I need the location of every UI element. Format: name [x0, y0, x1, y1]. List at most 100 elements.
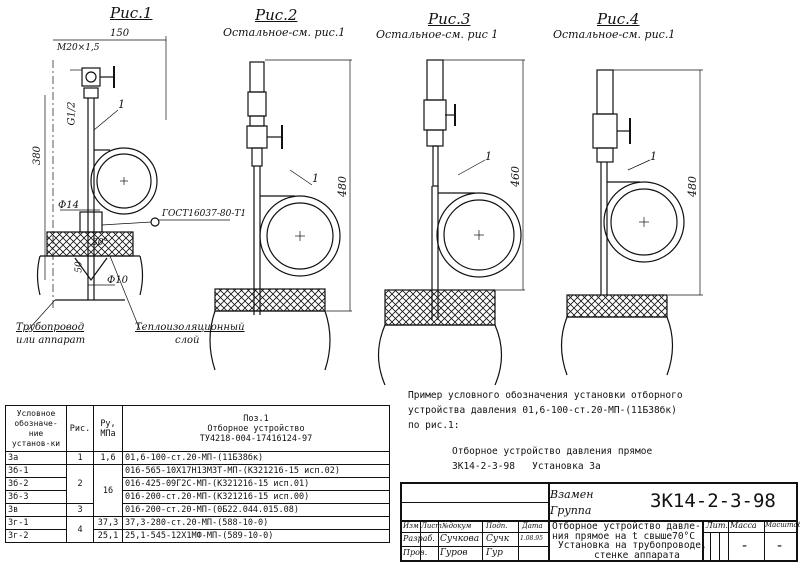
tb-h-ndok: №докум	[442, 522, 472, 530]
table-row: 3б-2 016-425-09Г2С-МП-(К321216-15 исп.01…	[5, 477, 390, 491]
example-line-3: по рис.1:	[408, 420, 460, 431]
tb-desc-1: Отборное устройство давле-	[552, 521, 701, 532]
tb-lit: Лит.	[706, 521, 728, 530]
tb-h-izm: Изм	[403, 522, 419, 530]
cell-code: 3г-2	[5, 529, 67, 543]
dim-d10: Ф10	[107, 275, 129, 286]
figure-3-title: Рис.3	[428, 10, 471, 28]
dim-460-fig3: 460	[509, 166, 522, 187]
dim-380: 380	[32, 145, 44, 166]
table-row: 3б-3 016-200-ст.20-МП-(К321216-15 исп.00…	[5, 490, 390, 504]
tb-date-developer: 1.08.95	[520, 535, 543, 542]
tb-mass-value: -	[742, 538, 748, 554]
cell-device: 016-200-ст.20-МП-(К321216-15 исп.00)	[122, 490, 390, 504]
cell-code: 3б-1	[5, 464, 67, 478]
example-line-2: устройства давления 01,6-100-ст.20-МП-(1…	[408, 405, 677, 416]
label-pipeline-2: или аппарат	[16, 335, 86, 346]
cell-code: 3б-2	[5, 477, 67, 491]
header-device-pos: Поз.1	[243, 413, 269, 424]
callout-1-fig1: 1	[118, 98, 125, 111]
cell-figure: 4	[66, 516, 94, 543]
tb-desc-3: Установка на трубопроводе,	[558, 540, 707, 551]
tb-sign-developer: Сучк	[486, 534, 510, 544]
tb-h-list: Лист	[421, 522, 442, 530]
cell-pressure: 16	[93, 464, 123, 517]
callout-1-fig4: 1	[650, 150, 657, 163]
figure-3-drawing	[377, 59, 525, 386]
cell-device: 016-200-ст.20-МП-(0Б22.044.015.08)	[122, 503, 390, 517]
table-row: 3в 3 016-200-ст.20-МП-(0Б22.044.015.08)	[5, 503, 390, 517]
cell-code: 3б-3	[5, 490, 67, 504]
cell-device: 25,1-545-12Х1МФ-МП-(589-10-0)	[122, 529, 390, 543]
cell-figure: 1	[66, 451, 94, 465]
figure-3-subtitle: Остальное-см. рис 1	[376, 28, 499, 41]
cell-code: 3г-1	[5, 516, 67, 530]
table-row: 3г-1 4 37,3 37,3-280-ст.20-МП-(588-10-0)	[5, 516, 390, 543]
label-insulation: Теплоизоляционный	[135, 322, 245, 333]
callout-1-fig2: 1	[312, 172, 319, 185]
example-designation: Отборное устройство давления прямое 3К14…	[452, 444, 652, 474]
table-row: 3г-2 25,1 25,1-545-12Х1МФ-МП-(589-10-0)	[5, 529, 390, 543]
gost-weld-callout: ГОСТ16037-80-Т1	[162, 209, 247, 219]
dim-150: 150	[110, 28, 130, 39]
specification-table: Условное обозначе-ние установ-ки Рис. Ру…	[5, 405, 390, 543]
tb-masshtab: Масштаб	[765, 521, 800, 529]
tb-role-checker: Пров.	[403, 548, 428, 557]
tb-document-code: 3К14-2-3-98	[650, 490, 776, 512]
cell-pressure: 25,1	[93, 529, 123, 543]
figure-4-drawing	[560, 69, 703, 376]
table-row: 3б-1 2 16 016-565-10Х17Н13М3Т-МП-(К32121…	[5, 464, 390, 517]
header-pressure-label: Ру,	[100, 418, 116, 429]
label-insulation-2: слой	[175, 335, 200, 346]
dim-480-fig4: 480	[686, 176, 699, 197]
assembly-drawings	[27, 36, 703, 386]
figure-4-title: Рис.4	[597, 10, 640, 28]
label-pipeline: Трубопровод	[16, 322, 85, 333]
tb-desc-4: стенке аппарата	[594, 549, 680, 561]
header-device-name: Отборное устройство	[207, 423, 305, 434]
header-figure: Рис.	[66, 405, 94, 452]
header-device: Поз.1 Отборное устройство ТУ4218-004-174…	[122, 405, 390, 452]
cell-device: 01,6-100-ст.20-МП-(11Б38бк)	[122, 451, 390, 465]
cell-figure: 2	[66, 464, 94, 504]
cell-pressure: 37,3	[93, 516, 123, 530]
tb-massa: Масса	[730, 521, 757, 530]
tb-sign-checker: Гур	[486, 548, 503, 558]
example-line-4: Отборное устройство давления прямое	[452, 446, 653, 457]
tb-scale-value: -	[777, 538, 783, 554]
cell-device: 37,3-280-ст.20-МП-(588-10-0)	[122, 516, 390, 530]
tb-vzamen: Взамен	[550, 488, 594, 501]
title-block: Взамен Группа 3К14-2-3-98 Изм Лист №доку…	[400, 482, 800, 562]
example-code: 3К14-2-3-98	[452, 461, 515, 472]
figure-2-title: Рис.2	[255, 6, 298, 24]
figure-2-subtitle: Остальное-см. рис.1	[223, 26, 346, 39]
figure-2-drawing	[209, 59, 352, 371]
dim-480-fig2: 480	[336, 176, 349, 197]
dim-50: 50	[74, 261, 85, 273]
tb-h-data: Дата	[522, 522, 543, 530]
tb-gruppa: Группа	[550, 504, 592, 517]
cell-pressure: 1,6	[93, 451, 123, 465]
example-line-1: Пример условного обозначения установки о…	[408, 390, 683, 401]
header-pressure: Ру, МПа	[93, 405, 123, 452]
header-device-spec: ТУ4218-004-17416124-97	[199, 433, 313, 444]
tb-name-developer: Сучкова	[440, 534, 480, 544]
dim-pipe-thread: G1/2	[66, 101, 78, 126]
callout-1-fig3: 1	[485, 150, 492, 163]
cell-device: 016-565-10Х17Н13М3Т-МП-(К321216-15 исп.0…	[122, 464, 390, 478]
tb-description: Отборное устройство давле- ния прямое на…	[552, 522, 707, 560]
dim-thread: M20×1,5	[57, 43, 100, 53]
cell-device: 016-425-09Г2С-МП-(К321216-15 исп.01)	[122, 477, 390, 491]
figure-1-drawing	[27, 36, 230, 331]
tb-desc-2: ния прямое на t свыше70°С	[552, 530, 695, 542]
table-row: 3а 1 1,6 01,6-100-ст.20-МП-(11Б38бк)	[5, 451, 390, 465]
tb-name-checker: Гуров	[440, 548, 468, 558]
header-pressure-unit: МПа	[100, 428, 116, 439]
tb-role-developer: Разраб.	[403, 534, 435, 543]
dim-30deg: 30°	[92, 238, 108, 248]
example-line-5: 3К14-2-3-98 Установка 3а	[452, 459, 652, 474]
header-code: Условное обозначе-ние установ-ки	[5, 405, 67, 452]
example-note: Пример условного обозначения установки о…	[408, 388, 683, 433]
example-install: Установка 3а	[532, 461, 601, 472]
cell-code: 3а	[5, 451, 67, 465]
